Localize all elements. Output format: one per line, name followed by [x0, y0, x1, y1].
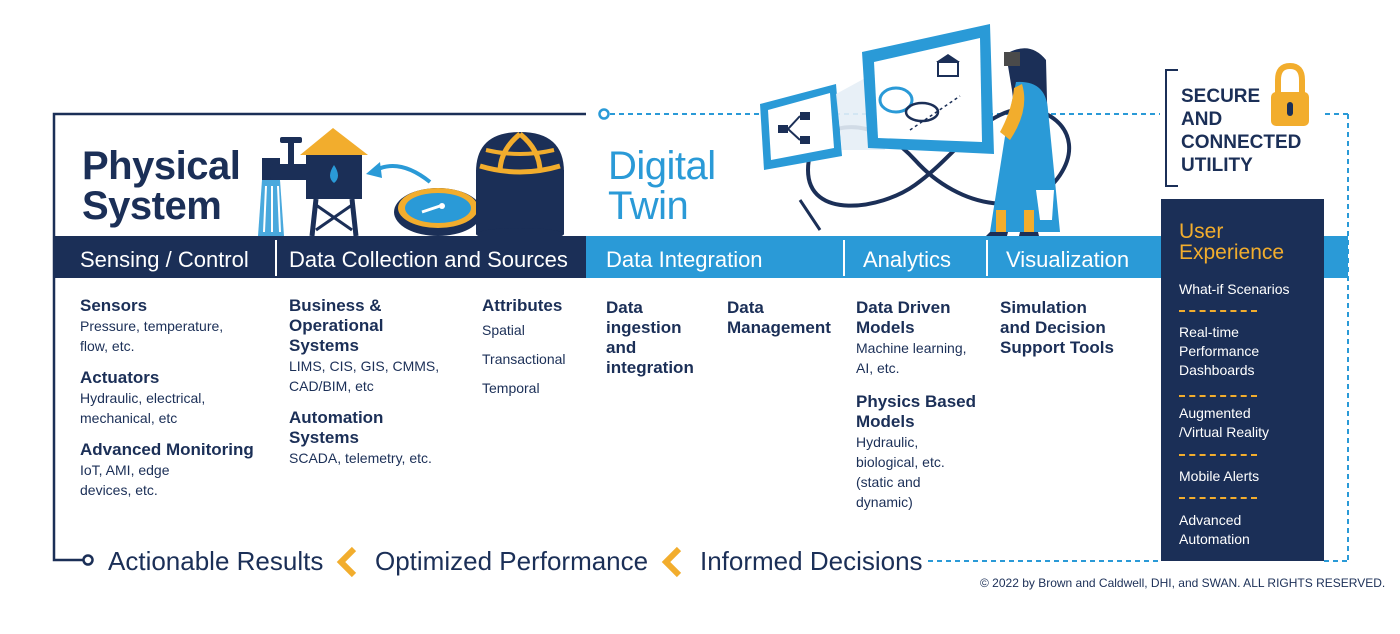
attribute-item: Temporal [482, 380, 540, 396]
arrow-icon [366, 162, 382, 178]
tank-icon [476, 132, 564, 240]
attribute-item: Transactional [482, 351, 566, 367]
analytics-column: Data Driven Models Machine learning, AI,… [856, 298, 986, 512]
sensing-column: Sensors Pressure, temperature, flow, etc… [80, 296, 270, 500]
ux-augmented-reality: Augmented /Virtual Reality [1179, 405, 1270, 440]
attribute-item: Spatial [482, 322, 525, 338]
data-ingestion-heading: Data ingestion and integration [606, 298, 694, 377]
physics-based-models-heading: Physics Based Models [856, 392, 977, 431]
water-tower-icon [300, 128, 368, 237]
header-analytics: Analytics [863, 247, 952, 272]
secure-utility-label: SECURE AND CONNECTED UTILITY [1181, 86, 1302, 176]
copyright-notice: © 2022 by Brown and Caldwell, DHI, and S… [980, 576, 1386, 590]
meter-icon [394, 188, 482, 236]
faucet-icon [258, 137, 316, 236]
collection-column: Business & Operational Systems LIMS, CIS… [289, 296, 469, 468]
header-data-collection: Data Collection and Sources [289, 247, 568, 272]
digital-twin-title: Digital Twin [608, 144, 716, 228]
chevron-left-icon [336, 546, 357, 578]
actuators-heading: Actuators [80, 368, 160, 387]
physical-system-title: Physical System [82, 144, 241, 228]
user-experience-panel: User Experience What-if Scenarios Real-t… [1161, 199, 1324, 561]
simulation-decision-heading: Simulation and Decision Support Tools [1000, 298, 1114, 357]
advanced-monitoring-heading: Advanced Monitoring [80, 440, 254, 459]
header-visualization: Visualization [1006, 247, 1130, 272]
physical-frame-line [52, 112, 586, 562]
attributes-heading: Attributes [482, 296, 563, 315]
digital-twin-illustration [760, 24, 1072, 240]
ux-whatif-scenarios: What-if Scenarios [1179, 281, 1290, 297]
informed-decisions-label: Informed Decisions [700, 546, 923, 576]
actionable-results-label: Actionable Results [108, 546, 324, 576]
data-management-heading: Data Management [727, 298, 831, 337]
attributes-column: Attributes Spatial Transactional Tempora… [482, 296, 582, 403]
automation-systems-heading: Automation Systems [289, 408, 384, 447]
ux-advanced-automation: Advanced Automation [1179, 512, 1250, 547]
optimized-performance-label: Optimized Performance [375, 546, 649, 576]
digital-frame-dot [598, 108, 610, 120]
secure-bracket [1165, 69, 1178, 187]
business-systems-heading: Business & Operational Systems [289, 296, 384, 355]
frame-end-dot [82, 554, 94, 566]
padlock-icon [1271, 62, 1309, 126]
chevron-left-icon [661, 546, 682, 578]
ux-mobile-alerts: Mobile Alerts [1179, 468, 1260, 484]
sensors-heading: Sensors [80, 296, 148, 315]
data-driven-models-heading: Data Driven Models [856, 298, 951, 337]
user-experience-title: User Experience [1179, 220, 1285, 264]
ux-realtime-dashboards: Real-time Performance Dashboards [1179, 324, 1260, 378]
header-sensing-control: Sensing / Control [80, 247, 249, 272]
header-data-integration: Data Integration [606, 247, 763, 272]
header-bar-physical [54, 236, 586, 278]
